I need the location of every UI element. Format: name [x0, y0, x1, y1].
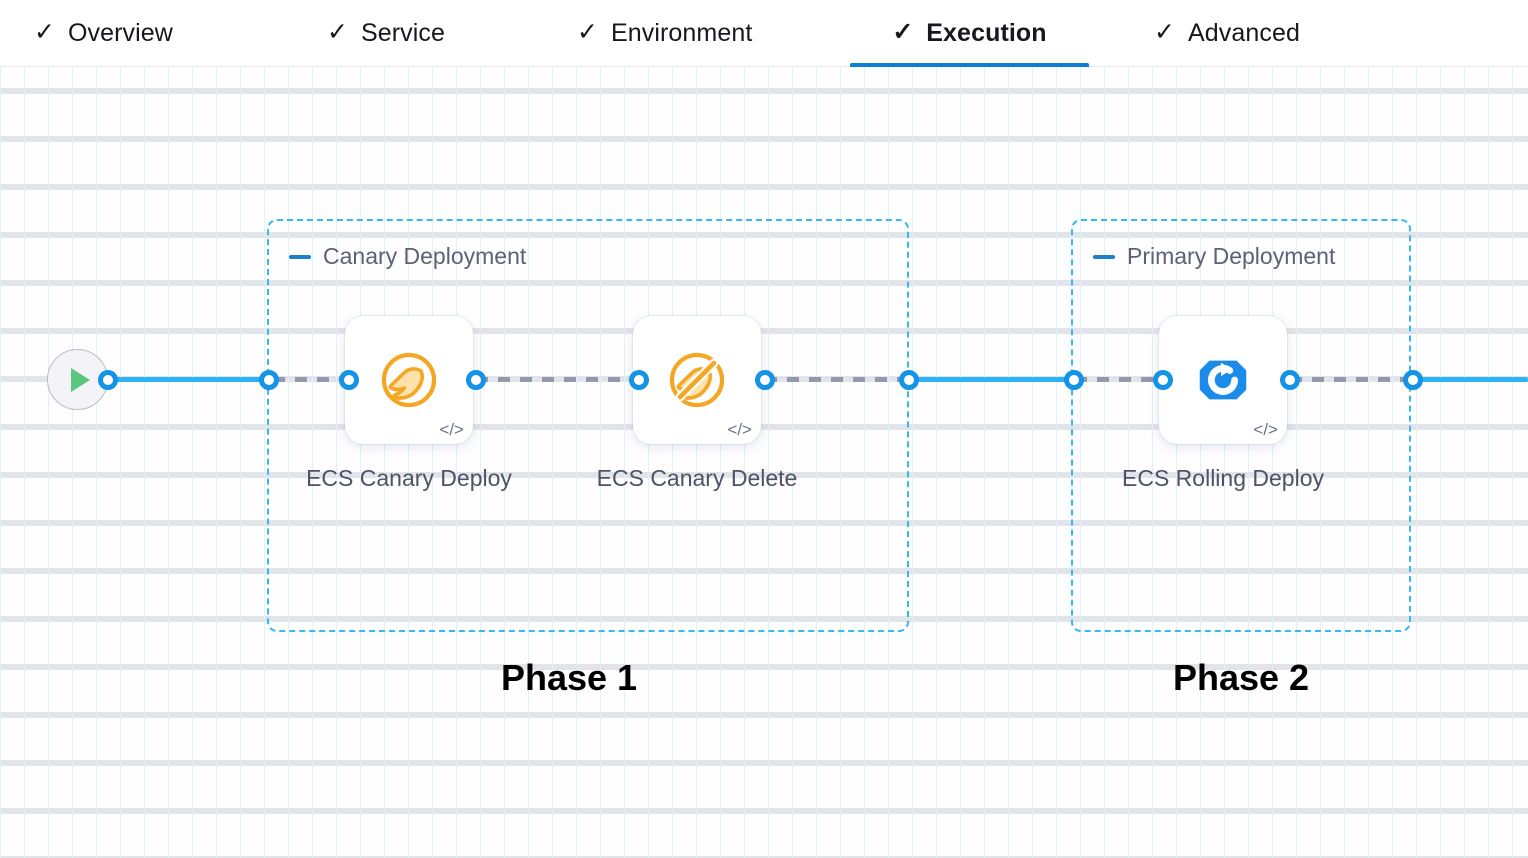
canary-bird-delete-icon	[669, 352, 725, 408]
tab-service[interactable]: ✓ Service	[323, 0, 449, 67]
group-primary-deployment[interactable]	[1071, 219, 1411, 632]
tab-label: Execution	[926, 19, 1047, 47]
node-ecs-rolling-deploy[interactable]: </>	[1159, 316, 1287, 444]
node-ecs-canary-delete[interactable]: </>	[633, 316, 761, 444]
tab-overview[interactable]: ✓ Overview	[30, 0, 177, 67]
group-header-canary-deployment[interactable]: Canary Deployment	[289, 243, 526, 270]
node-icon-container	[345, 316, 473, 444]
canary-bird-icon	[381, 352, 437, 408]
port-group1-output[interactable]	[899, 370, 919, 390]
edge-group1-to-canary-deploy[interactable]	[273, 377, 349, 382]
node-ecs-canary-deploy[interactable]: </>	[345, 316, 473, 444]
minus-icon[interactable]	[1093, 254, 1115, 259]
group-header-primary-deployment[interactable]: Primary Deployment	[1093, 243, 1335, 270]
check-icon: ✓	[892, 18, 914, 46]
node-icon-container	[633, 316, 761, 444]
rolling-deploy-icon	[1199, 360, 1247, 400]
port-canary-deploy-input[interactable]	[339, 370, 359, 390]
node-icon-container	[1159, 316, 1287, 444]
port-canary-delete-output[interactable]	[755, 370, 775, 390]
node-label-ecs-canary-deploy: ECS Canary Deploy	[306, 465, 512, 491]
phase-caption-1: Phase 1	[500, 657, 638, 698]
port-group1-input[interactable]	[259, 370, 279, 390]
play-icon	[71, 367, 90, 392]
edge-canary-delete-to-group1-exit[interactable]	[765, 377, 909, 382]
node-label-ecs-rolling-deploy: ECS Rolling Deploy	[1122, 465, 1324, 491]
code-icon[interactable]: </>	[1253, 420, 1278, 439]
port-canary-deploy-output[interactable]	[466, 370, 486, 390]
pipeline-canvas[interactable]: Canary Deployment Primary Deployment	[0, 67, 1528, 858]
code-icon[interactable]: </>	[439, 420, 464, 439]
tab-label: Service	[360, 19, 446, 47]
node-label-ecs-canary-delete: ECS Canary Delete	[596, 465, 798, 491]
port-rolling-deploy-output[interactable]	[1280, 370, 1300, 390]
edge-group2-to-rolling-deploy[interactable]	[1075, 377, 1163, 382]
tab-label: Advanced	[1187, 19, 1300, 47]
port-canary-delete-input[interactable]	[629, 370, 649, 390]
check-icon: ✓	[34, 18, 55, 46]
active-tab-indicator	[850, 63, 1089, 67]
edge-group2-to-next[interactable]	[1413, 377, 1528, 382]
group-title: Canary Deployment	[323, 243, 527, 269]
tab-execution[interactable]: ✓ Execution	[850, 0, 1089, 67]
check-icon: ✓	[327, 18, 348, 46]
phase-caption-2: Phase 2	[1172, 657, 1310, 698]
minus-icon[interactable]	[289, 254, 311, 259]
tab-environment[interactable]: ✓ Environment	[573, 0, 756, 67]
port-start-output[interactable]	[98, 370, 118, 390]
port-rolling-deploy-input[interactable]	[1153, 370, 1173, 390]
tab-label: Overview	[67, 19, 173, 47]
pipeline-start-node[interactable]	[47, 349, 108, 410]
edge-canary-deploy-to-canary-delete[interactable]	[476, 377, 639, 382]
check-icon: ✓	[1154, 18, 1175, 46]
edge-group1-to-group2[interactable]	[910, 377, 1073, 382]
edge-start-to-group1[interactable]	[108, 377, 271, 382]
check-icon: ✓	[577, 18, 598, 46]
port-group2-input[interactable]	[1064, 370, 1084, 390]
tab-advanced[interactable]: ✓ Advanced	[1150, 0, 1304, 67]
code-icon[interactable]: </>	[727, 420, 752, 439]
port-group2-output[interactable]	[1403, 370, 1423, 390]
wizard-tab-bar: ✓ Overview ✓ Service ✓ Environment ✓ Exe…	[0, 0, 1528, 67]
group-canary-deployment[interactable]	[267, 219, 909, 632]
group-title: Primary Deployment	[1127, 243, 1336, 269]
edge-rolling-deploy-to-group2-exit[interactable]	[1290, 377, 1412, 382]
tab-label: Environment	[610, 19, 753, 47]
